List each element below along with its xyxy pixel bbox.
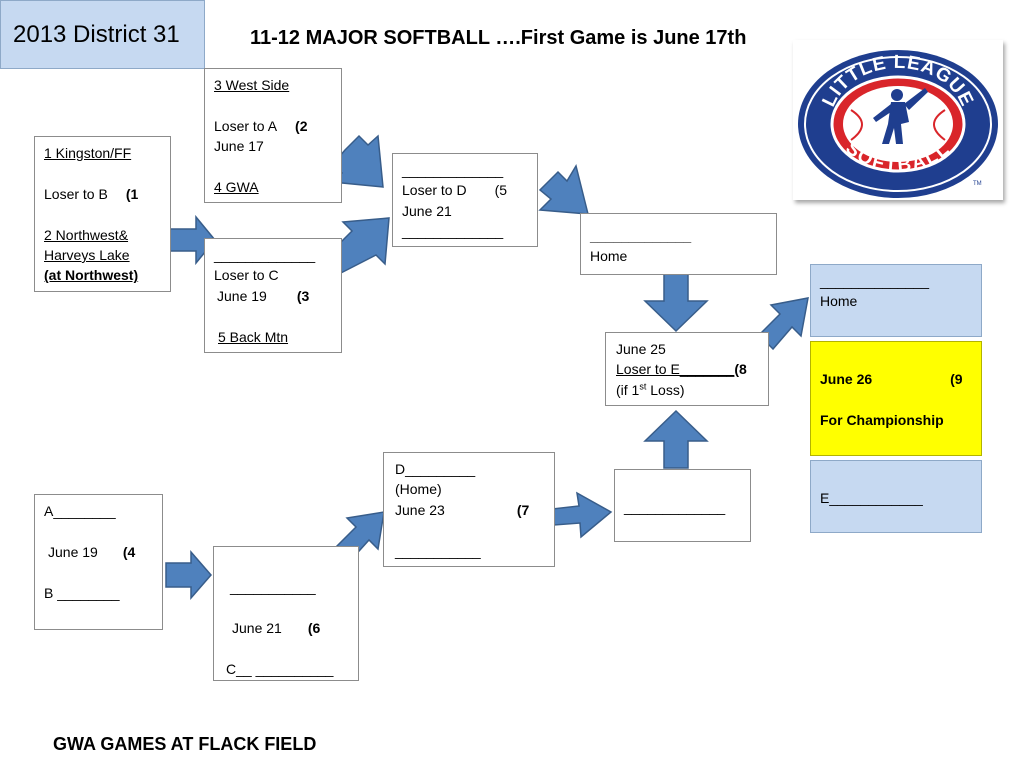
game5-loser: Loser to D [402,182,467,199]
winner-home-box: _____________ Home [580,213,777,275]
final-home-blank: ______________ [820,273,930,289]
team-northwest: 2 Northwest& [44,226,129,243]
game9-number: (9 [950,371,963,387]
game4-team-b: B ________ [44,584,120,601]
game8-loser: Loser to E_______ [616,361,735,378]
game3-loser: Loser to C [214,267,279,284]
game4-team-a: A________ [44,503,116,519]
team-kingston: 1 Kingston/FF [44,145,132,161]
game7-box: D_________ (Home) June 23 (7 ___________ [383,452,555,567]
team-west-side: 3 West Side [214,77,290,93]
arrow-game8-to-final [757,297,809,351]
team-back-mtn: 5 Back Mtn [218,328,289,345]
district-label: 2013 District 31 [0,0,205,69]
game5-box: _____________ Loser to D (5 June 21 _____… [392,153,538,247]
game8-note-post: Loss) [646,381,685,398]
game6-team-c: C__ __________ [226,660,334,677]
championship-label: For Championship [820,411,944,428]
game2-number: (2 [295,117,308,134]
game7-number: (7 [516,501,530,518]
arrow-game4-to-game6 [165,549,212,601]
page-title: 11-12 MAJOR SOFTBALL ….First Game is Jun… [250,27,747,49]
softball-logo-icon: LITTLE LEAGUE SOFTBALL TM [798,50,998,198]
game6-box: ___________ June 21 (6 C__ __________ [213,546,359,681]
final-home-label: Home [820,293,858,310]
game5-blank-top: _____________ [402,162,504,178]
game7-blank: ___________ [395,542,481,559]
game1-site: (at Northwest) [44,267,139,284]
game8-date: June 25 [616,341,666,357]
game2-loser: Loser to A [214,117,278,134]
winner-home-label: Home [590,248,628,265]
game7-team-d: D_________ [395,461,476,477]
arrow-game5-to-winner [538,164,589,215]
game6-number: (6 [307,619,321,636]
game7-home: (Home) [395,481,442,498]
game7-date: June 23 [395,501,445,518]
game2-date: June 17 [214,138,264,155]
game2-box: 3 West Side Loser to A (2 June 17 4 GWA [204,68,342,203]
game5-number: (5 [494,182,508,199]
game1-box: 1 Kingston/FF Loser to B(1 2 Northwest& … [34,136,171,292]
final-home-box: ______________ Home [810,264,982,337]
game5-blank-bottom: _____________ [402,223,504,240]
game1-number: (1 [125,185,139,202]
logo-tm: TM [973,181,982,187]
game3-number: (3 [296,287,310,304]
final-away-box: E____________ [810,460,982,533]
game3-box: _____________ Loser to C June 19 (3 5 Bac… [204,238,342,353]
little-league-logo: LITTLE LEAGUE SOFTBALL TM [793,40,1003,200]
game4-number: (4 [122,543,136,560]
championship-box: June 26 (9 For Championship [810,341,982,456]
game3-date: June 19 [217,287,267,304]
game6-date: June 21 [232,619,282,636]
game3-blank: _____________ [214,247,316,263]
game4-date: June 19 [48,543,98,560]
game6-blank: ___________ [230,579,316,595]
game8-note-pre: (if 1 [616,381,640,398]
loser-winner-box: _____________ [614,469,751,542]
final-away-label: E____________ [820,490,923,506]
game8-note-sup: st [639,381,647,392]
game8-note: (if 1st Loss) [616,380,759,400]
arrow-game7-to-loser [551,491,613,539]
game8-box: June 25 Loser to E_______(8 (if 1st Loss… [605,332,769,406]
arrow-winner-down [643,272,709,333]
game4-box: A________ June 19 (4 B ________ [34,494,163,630]
game5-date: June 21 [402,202,452,219]
game1-loser: Loser to B [44,185,108,202]
game8-number: (8 [734,361,747,378]
team-gwa: 4 GWA [214,178,259,195]
footer-note: GWA GAMES AT FLACK FIELD [53,734,317,754]
game9-date: June 26 [820,371,873,387]
arrow-loser-up [643,409,709,469]
team-harveys-lake: Harveys Lake [44,246,130,263]
loser-winner-blank: _____________ [624,499,726,515]
winner-blank: _____________ [590,228,692,244]
